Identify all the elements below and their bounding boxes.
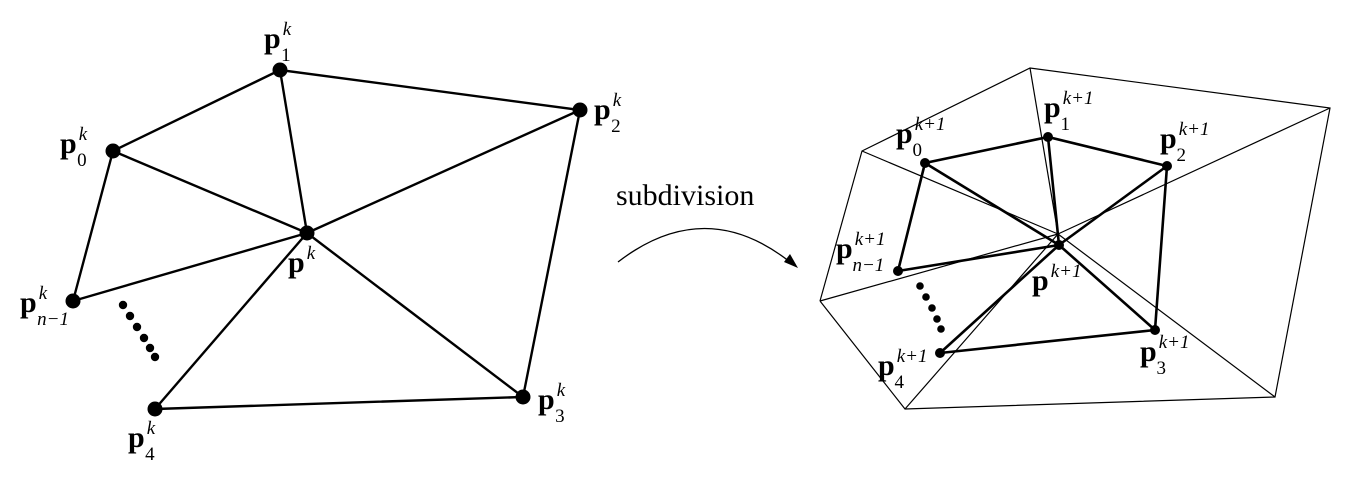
- right-vertex-p1: [1043, 132, 1053, 142]
- left-spoke-4: [154, 232, 308, 410]
- left-vertex-p1: [272, 62, 288, 78]
- subdivision-arrow: [617, 227, 798, 268]
- right-vertex-center: [1054, 240, 1064, 250]
- right-old-mesh: [819, 67, 1331, 410]
- right-vertex-p2: [1162, 161, 1172, 171]
- right-vertex-p0: [920, 158, 930, 168]
- left-spoke-n1: [72, 231, 308, 303]
- left-spoke-2: [306, 108, 581, 235]
- left-spoke-3: [306, 232, 524, 398]
- left-outer-edge: [71, 68, 582, 411]
- right-vertex-pn1: [893, 266, 903, 276]
- right-vertex-p3: [1150, 325, 1160, 335]
- left-ellipsis-dots: [118, 300, 160, 362]
- right-vertex-p4: [935, 348, 945, 358]
- left-vertex-center: [299, 225, 315, 241]
- left-vertex-p0: [105, 143, 121, 159]
- right-new-mesh: [896, 135, 1169, 355]
- left-vertex-p3: [515, 389, 531, 405]
- subdivision-caption: subdivision: [616, 179, 754, 212]
- left-vertex-p2: [572, 102, 588, 118]
- right-ellipsis-dots: [916, 282, 945, 333]
- left-spoke-0: [112, 149, 308, 235]
- left-vertex-pn1: [65, 293, 81, 309]
- left-spoke-1: [278, 69, 309, 234]
- left-vertex-p4: [147, 401, 163, 417]
